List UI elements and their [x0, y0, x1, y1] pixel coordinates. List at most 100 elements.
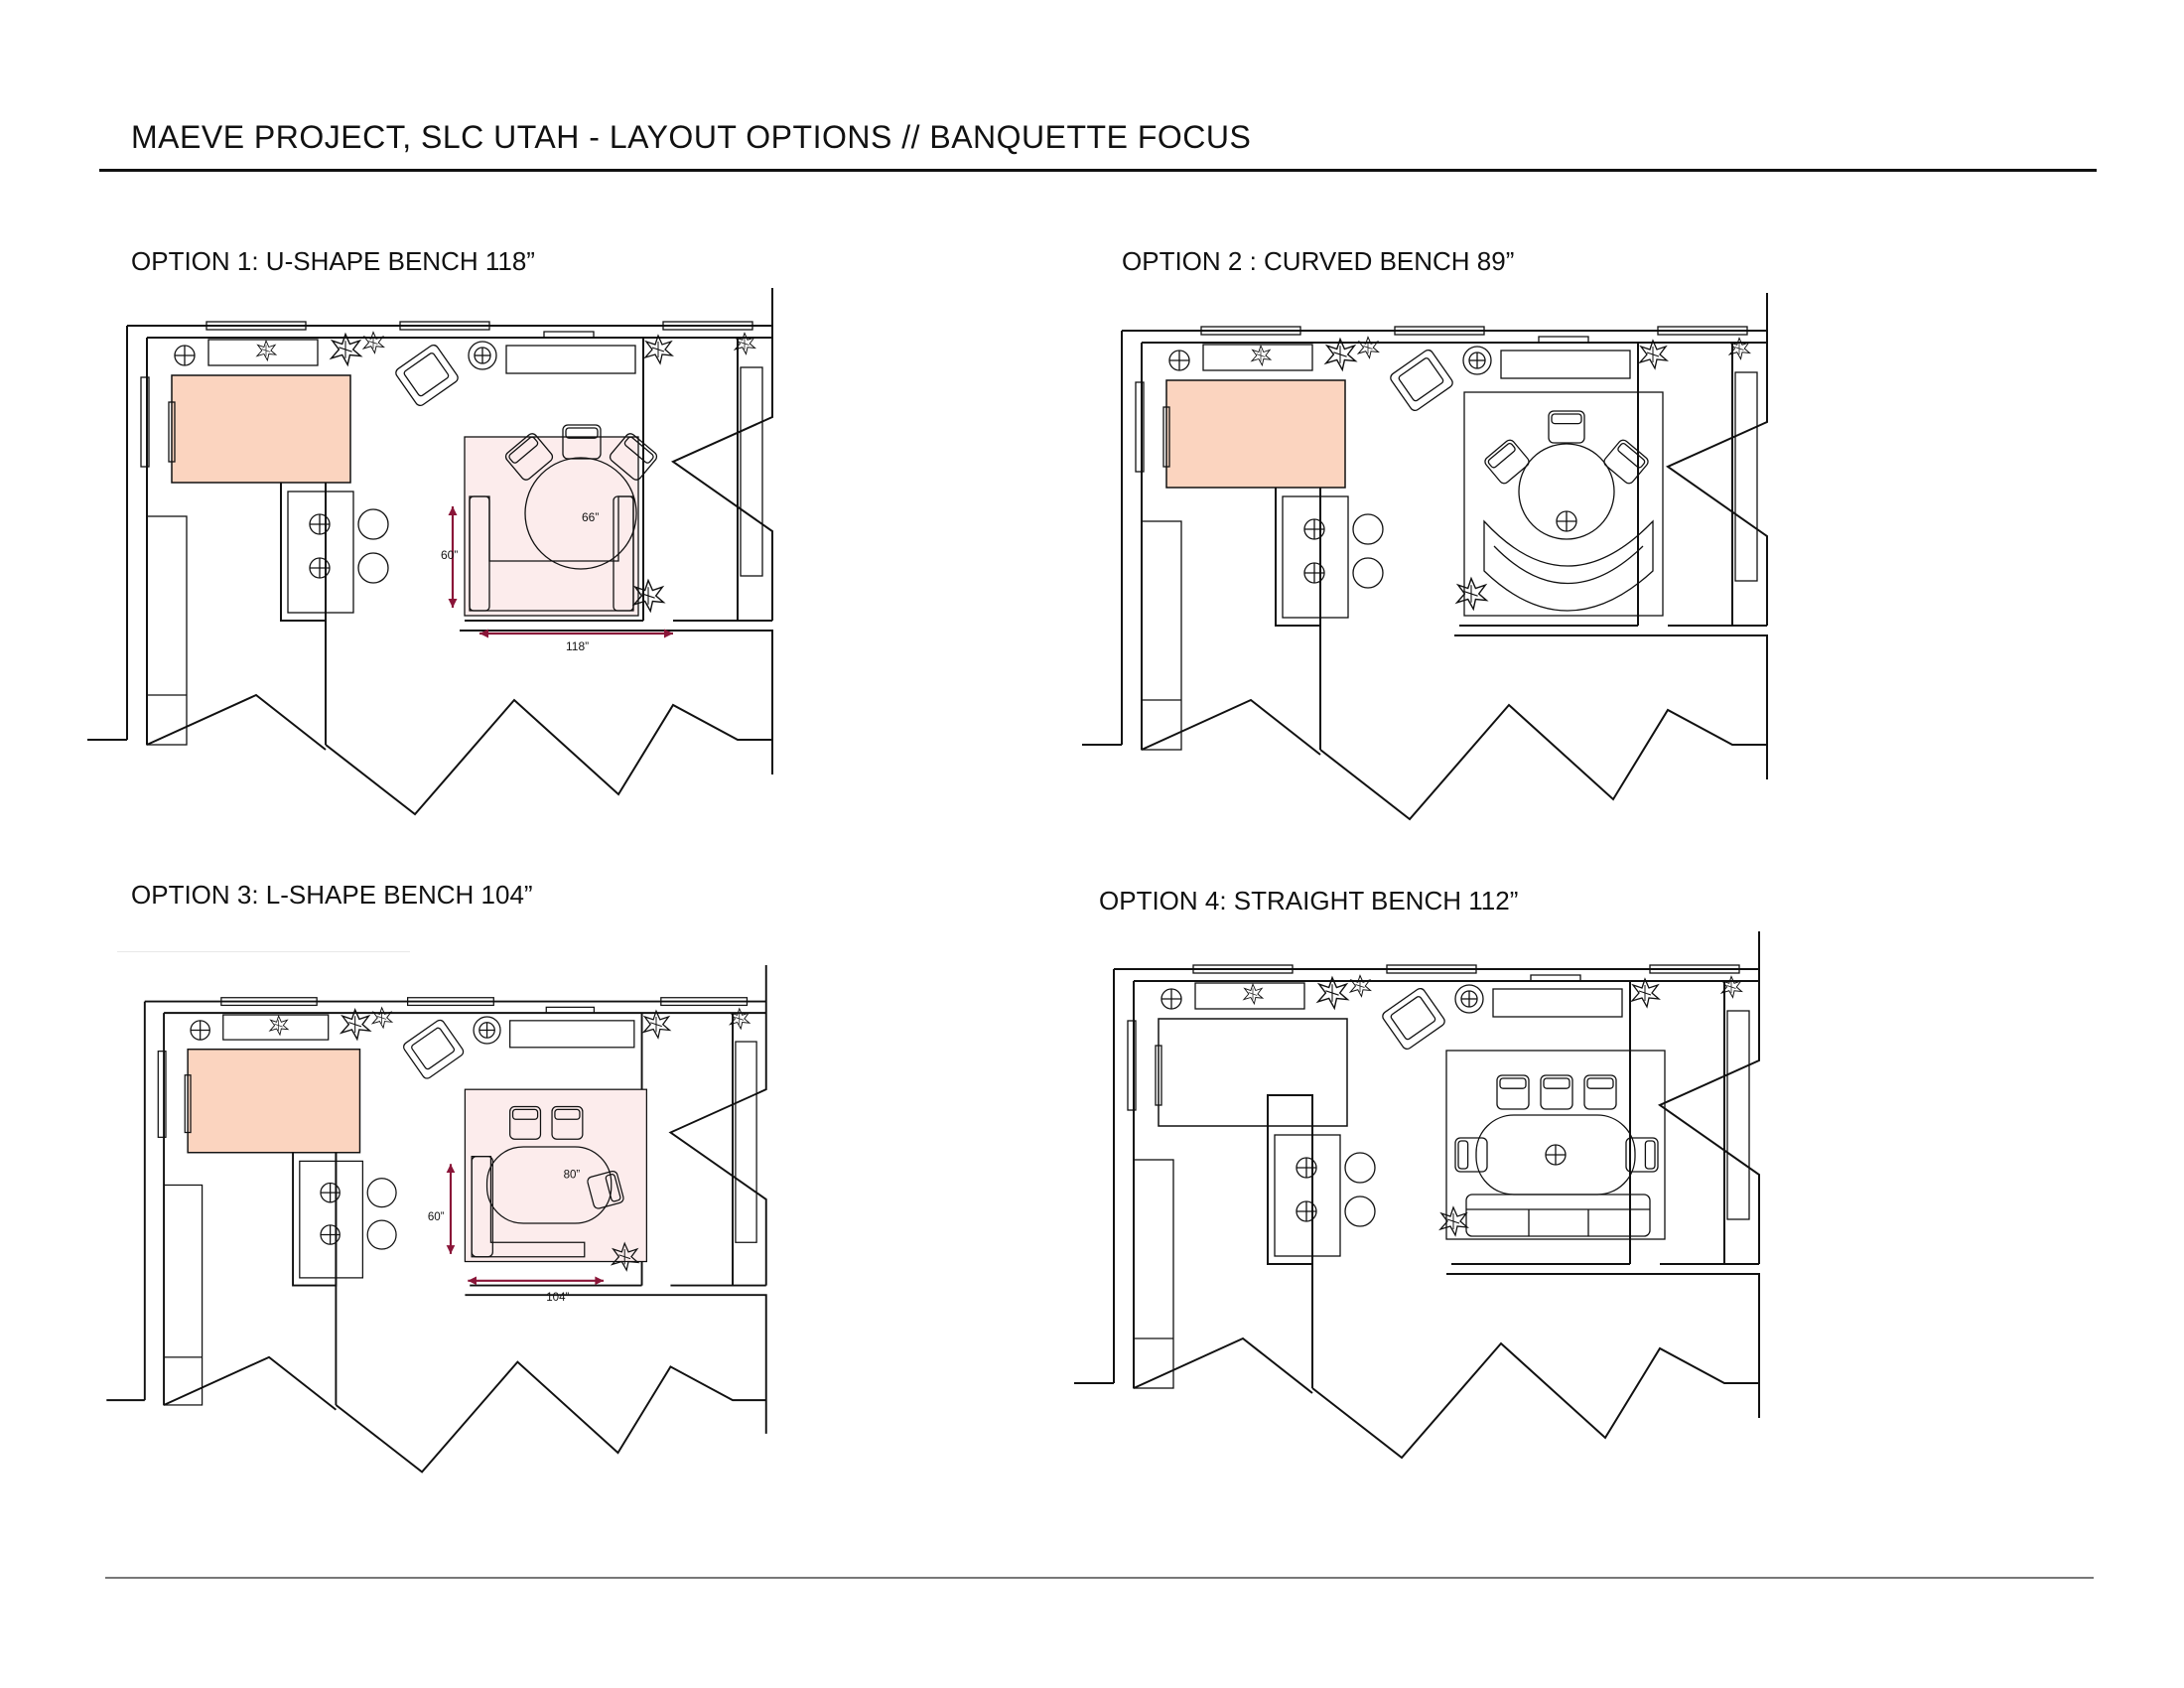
- plant-veins: [1734, 343, 1744, 354]
- dining-chair: [587, 1170, 624, 1209]
- option-1-label: OPTION 1: U-SHAPE BENCH 118”: [131, 246, 535, 276]
- dining-chair: [509, 1105, 542, 1140]
- tall-cabinet: [146, 515, 188, 746]
- plant-veins: [1325, 984, 1339, 1002]
- plant-icon: [1323, 337, 1358, 372]
- chair-seat: [609, 433, 658, 481]
- dining-chair: [562, 424, 602, 460]
- shelving: [1734, 371, 1758, 582]
- chair-back: [1551, 413, 1582, 425]
- accent-chair: [395, 344, 459, 407]
- dimension-arrowhead: [446, 1245, 456, 1254]
- dimension-arrowhead: [448, 599, 458, 608]
- plant-leaves: [1638, 339, 1669, 370]
- window: [220, 997, 318, 1007]
- plant-icon: [1315, 975, 1350, 1011]
- plant-icon: [610, 1241, 640, 1272]
- wall: [1665, 293, 1768, 626]
- dimension-arrowhead: [479, 629, 488, 638]
- accent-chair-seat: [1390, 996, 1436, 1041]
- window-left: [140, 376, 150, 468]
- straight-bench: [1465, 1194, 1651, 1237]
- fireplace-hood: [1530, 974, 1581, 981]
- chair-seat: [551, 1105, 584, 1140]
- window: [1394, 326, 1485, 336]
- bar-stool: [1352, 557, 1384, 589]
- plant-icon: [641, 1009, 672, 1040]
- bar-stool: [357, 508, 389, 540]
- plant-icon: [643, 334, 674, 365]
- plant-veins: [1446, 1213, 1460, 1229]
- plant-leaves: [339, 1007, 372, 1042]
- plant-veins: [1363, 342, 1373, 353]
- wall: [465, 1294, 767, 1434]
- plant-leaves: [1438, 1205, 1469, 1237]
- console: [222, 1014, 330, 1041]
- plant-veins: [651, 342, 665, 357]
- wall: [668, 965, 767, 1286]
- bar-stool: [1344, 1152, 1376, 1184]
- plant-leaves: [631, 578, 666, 614]
- console: [1194, 982, 1305, 1010]
- window-left-inner: [168, 401, 176, 463]
- dimension-vertical-label: 60”: [428, 1211, 445, 1223]
- plant-veins: [1646, 347, 1660, 362]
- plant-veins: [274, 1020, 283, 1032]
- chair-back: [605, 1174, 621, 1202]
- dining-chair: [1454, 1137, 1488, 1173]
- window: [660, 997, 749, 1007]
- window-left: [157, 1051, 167, 1138]
- plant-leaves: [641, 1009, 672, 1040]
- side-table: [1462, 346, 1492, 375]
- plant-icon: [370, 1006, 394, 1030]
- dimension-horizontal-label: 104”: [546, 1292, 569, 1304]
- plant-veins: [740, 338, 750, 350]
- plant-leaves: [1348, 974, 1372, 998]
- chair-seat: [1484, 439, 1530, 485]
- accent-chair-seat: [1398, 357, 1444, 402]
- dimension-horizontal-label: 118”: [566, 639, 589, 653]
- option-3-label: OPTION 3: L-SHAPE BENCH 104”: [131, 880, 533, 910]
- curved-bench-seam: [1493, 545, 1644, 585]
- plant-veins: [1355, 980, 1365, 992]
- dimension-arrowhead: [664, 629, 673, 638]
- window: [407, 997, 494, 1007]
- plant-leaves: [268, 1015, 290, 1037]
- plant-icon: [361, 331, 385, 354]
- chair-back: [1499, 1077, 1527, 1089]
- dining-chair: [504, 433, 554, 481]
- plant-leaves: [1250, 344, 1273, 367]
- floor-break: [1133, 1336, 1759, 1460]
- page-title: MAEVE PROJECT, SLC UTAH - LAYOUT OPTIONS…: [131, 119, 1252, 155]
- wall: [1454, 634, 1768, 779]
- plant-veins: [618, 1249, 631, 1265]
- chair-back: [1586, 1077, 1614, 1089]
- chair-seat: [587, 1170, 624, 1209]
- plant-leaves: [643, 334, 674, 365]
- dimension-arrowhead: [446, 1164, 456, 1173]
- area-rug: [1463, 391, 1664, 617]
- plant-icon: [728, 1007, 751, 1031]
- area-rug: [464, 436, 639, 617]
- tall-cabinet: [1133, 1159, 1174, 1389]
- plant-veins: [348, 1016, 362, 1034]
- plant-leaves: [728, 1007, 751, 1031]
- option-4-label: OPTION 4: STRAIGHT BENCH 112”: [1099, 886, 1519, 915]
- window-left-inner: [184, 1074, 192, 1134]
- plant-leaves: [1727, 337, 1751, 360]
- plant-veins: [1256, 350, 1266, 361]
- window: [205, 321, 307, 331]
- chair-back: [1487, 442, 1516, 469]
- chair-seat: [562, 424, 602, 460]
- chair-seat: [1548, 410, 1585, 444]
- accent-chair: [1382, 987, 1445, 1051]
- plant-icon: [631, 578, 666, 614]
- area-rug: [1445, 1050, 1666, 1240]
- plant-leaves: [1719, 975, 1743, 999]
- dimension-arrowhead: [468, 1276, 477, 1286]
- plant-veins: [368, 337, 378, 349]
- sideboard: [1500, 350, 1631, 379]
- kitchen-island: [287, 491, 354, 614]
- shelving: [735, 1041, 757, 1243]
- plant-icon: [733, 332, 756, 355]
